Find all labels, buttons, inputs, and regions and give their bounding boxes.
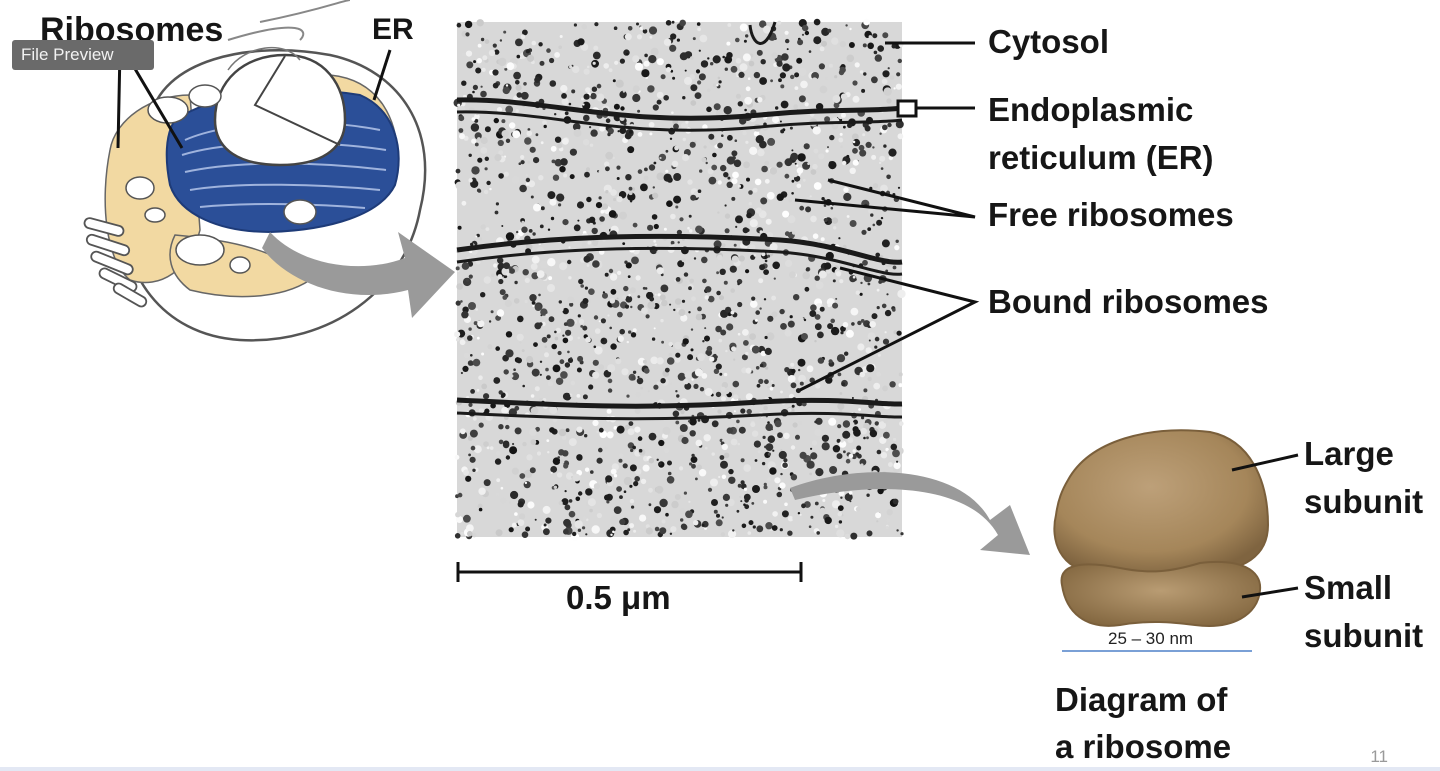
scale-bar bbox=[456, 562, 803, 582]
diagram-caption-line1: Diagram of bbox=[1055, 681, 1228, 718]
micrograph bbox=[453, 18, 906, 542]
arrow-to-ribosome-icon bbox=[790, 472, 1030, 555]
small-subunit-label-line2: subunit bbox=[1304, 617, 1424, 654]
arrow-to-micrograph-icon bbox=[262, 232, 455, 318]
free-ribosomes-label: Free ribosomes bbox=[988, 196, 1234, 233]
er-label: ER bbox=[372, 13, 414, 46]
page-bottom-border bbox=[0, 767, 1440, 771]
cytosol-label: Cytosol bbox=[988, 23, 1110, 60]
callout-lines bbox=[794, 41, 980, 392]
large-subunit-label-line2: subunit bbox=[1304, 483, 1424, 520]
small-subunit-label-line1: Small bbox=[1304, 569, 1393, 606]
er-label-line1: Endoplasmic bbox=[988, 91, 1194, 128]
cell-illustration bbox=[83, 0, 427, 342]
large-subunit-label-line1: Large bbox=[1304, 435, 1394, 472]
bound-ribosomes-label: Bound ribosomes bbox=[988, 283, 1269, 320]
ribosome-size-label: 25 – 30 nm bbox=[1108, 629, 1194, 648]
scale-bar-label: 0.5 μm bbox=[566, 579, 671, 616]
file-preview-tooltip: File Preview bbox=[12, 40, 154, 70]
diagram-caption-line2: a ribosome bbox=[1055, 728, 1232, 765]
slide-number: 11 bbox=[1370, 747, 1388, 766]
er-label-line2: reticulum (ER) bbox=[988, 139, 1214, 176]
ribosome-diagram bbox=[1053, 429, 1299, 652]
